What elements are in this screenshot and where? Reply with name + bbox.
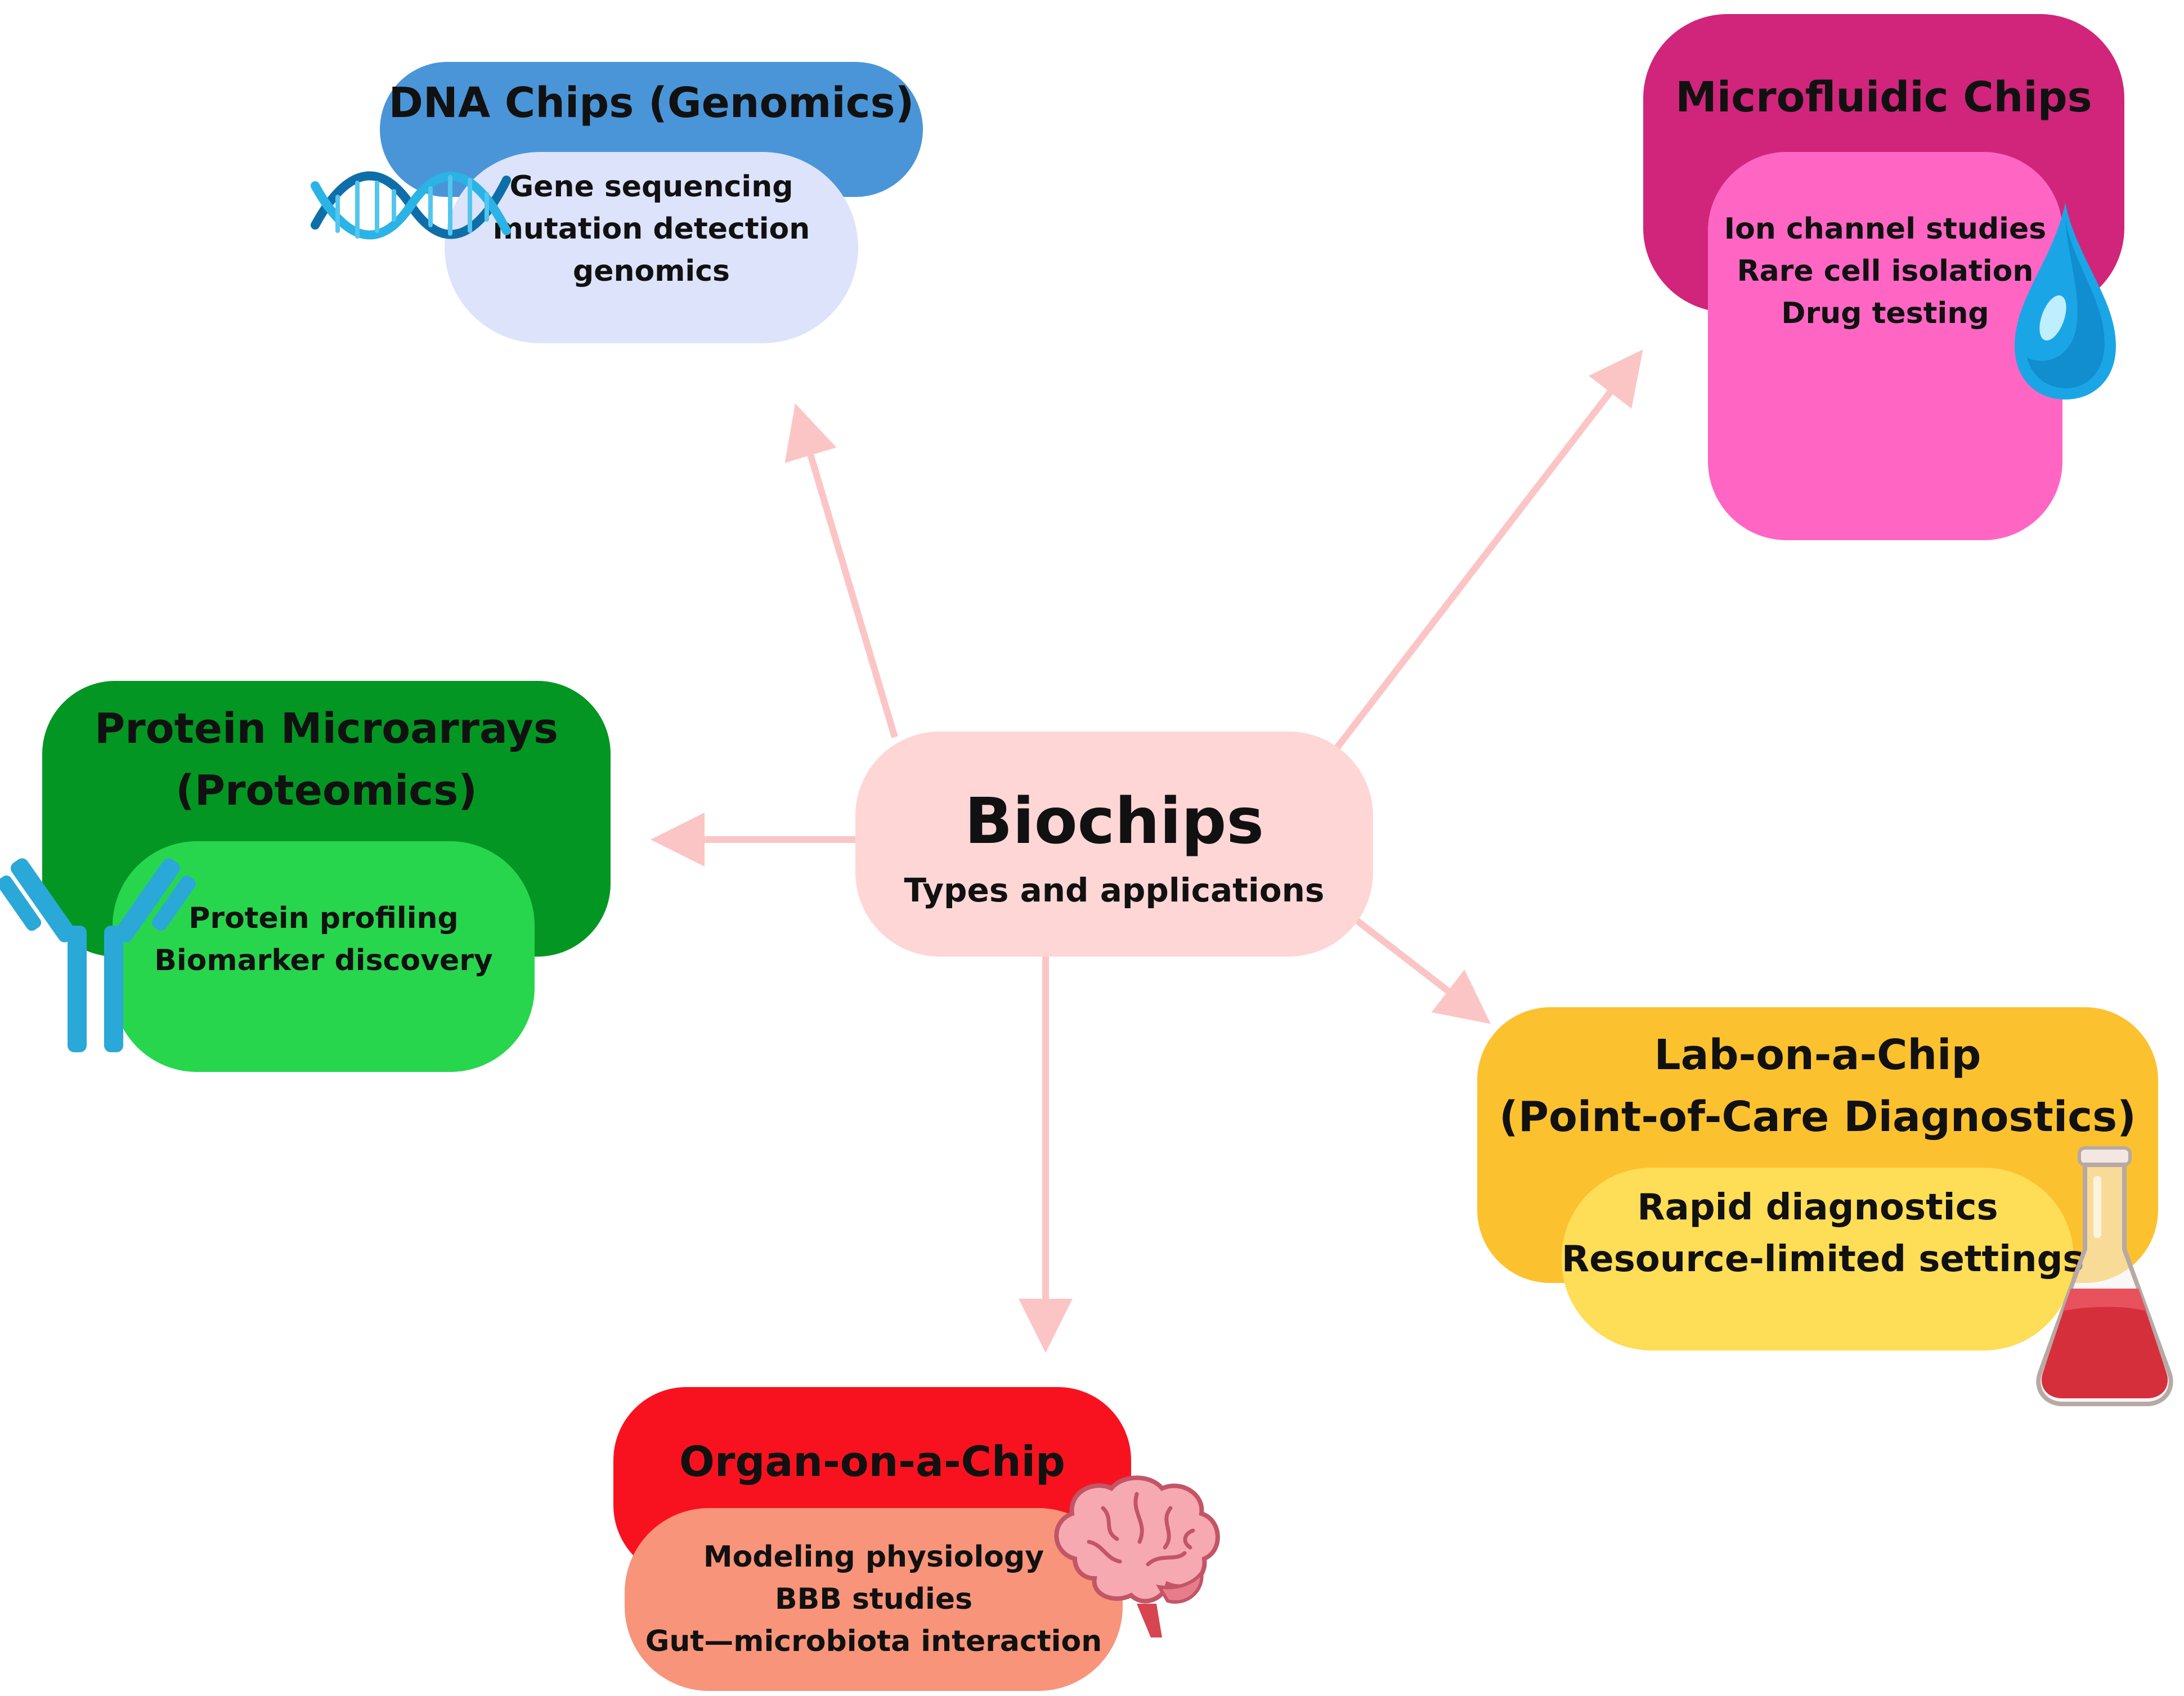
center-title: Biochips [964,785,1264,858]
list-item: Protein profiling [189,901,459,935]
list-item: mutation detection [492,212,810,246]
list-item: Resource-limited settings [1562,1239,2084,1280]
list-item: Gene sequencing [509,170,793,204]
title-line: (Proteomics) [176,766,477,815]
dna-chips-items: Gene sequencing mutation detection genom… [445,166,858,293]
list-item: BBB studies [774,1582,973,1616]
flask-icon [2036,1146,2173,1406]
list-item: Rapid diagnostics [1637,1187,1998,1228]
organ-on-a-chip-title: Organ-on-a-Chip [679,1438,1065,1486]
water-drop-icon [2015,203,2116,400]
dna-chips-items-box [445,152,858,343]
dna-helix-icon [311,171,511,240]
list-item: genomics [572,254,730,288]
microfluidic-chips-title: Microfluidic Chips [1675,73,2092,122]
brain-icon [1054,1475,1220,1637]
microfluidic-chips-items: Ion channel studies Rare cell isolation … [1708,208,2062,335]
protein-microarrays-title: Protein Microarrays (Proteomics) [42,698,611,822]
center-subtitle: Types and applications [904,871,1325,909]
lab-on-a-chip-title: Lab-on-a-Chip (Point-of-Care Diagnostics… [1477,1024,2158,1148]
title-line: Lab-on-a-Chip [1654,1031,1981,1079]
lab-on-a-chip-items-box [1562,1168,2074,1350]
list-item: Gut—microbiota interaction [645,1625,1102,1658]
title-line: (Point-of-Care Diagnostics) [1499,1093,2136,1141]
dna-chips-title: DNA Chips (Genomics) [388,79,914,127]
list-item: Ion channel studies [1724,212,2047,246]
arrow-to-microfluidic-chips [1334,349,1643,751]
title-line: Protein Microarrays [94,705,558,753]
list-item: Biomarker discovery [154,944,493,977]
antibody-icon [0,858,196,1052]
microfluidic-chips-items-box [1708,152,2062,540]
list-item: Modeling physiology [703,1540,1044,1574]
arrow-to-dna-chips [784,403,898,738]
lab-on-a-chip-items: Rapid diagnostics Resource-limited setti… [1562,1182,2084,1285]
arrow-to-lab-on-a-chip [1354,917,1491,1024]
list-item: Rare cell isolation [1737,254,2034,288]
list-item: Drug testing [1781,297,1989,330]
organ-on-a-chip-items-box [625,1508,1123,1691]
center-node [855,732,1373,957]
protein-microarrays-items: Protein profiling Biomarker discovery [113,898,535,982]
organ-on-a-chip-items: Modeling physiology BBB studies Gut—micr… [625,1536,1123,1663]
